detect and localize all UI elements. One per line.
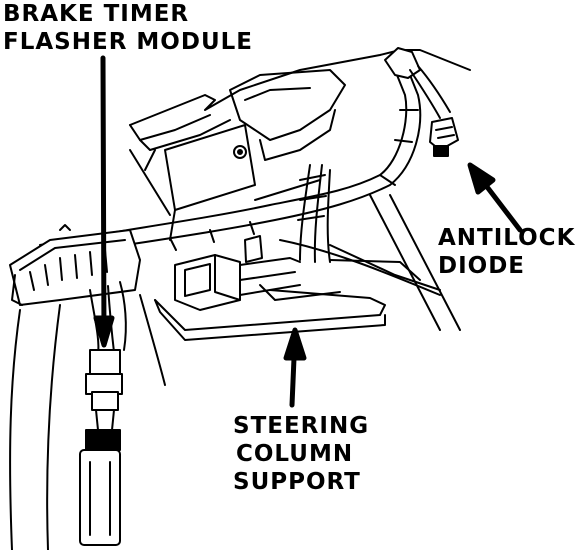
label-line: SUPPORT — [233, 469, 361, 495]
center-wire-bundle — [254, 164, 331, 263]
antilock-diode-label: ANTILOCK DIODE — [438, 224, 575, 280]
flasher-module — [79, 281, 127, 546]
label-line: FLASHER MODULE — [3, 29, 253, 55]
mounting-bracket — [164, 124, 256, 241]
brake-timer-flasher-module-label: BRAKE TIMER FLASHER MODULE — [3, 0, 253, 56]
label-line: DIODE — [438, 253, 526, 279]
leader-arrows — [93, 55, 523, 408]
brake-timer-arrow — [100, 55, 107, 343]
antilock-diode-connector — [429, 117, 459, 157]
main-harness — [39, 47, 451, 263]
label-line: ANTILOCK — [438, 225, 576, 251]
label-line: BRAKE TIMER — [3, 1, 190, 27]
floor-panel — [129, 149, 461, 331]
dash-upper-panel — [129, 49, 471, 161]
relay-block — [9, 224, 141, 306]
steering-column-support-label: STEERING COLUMN SUPPORT — [233, 412, 369, 496]
harness-connector — [174, 235, 301, 311]
steering-column-support — [154, 239, 441, 341]
label-line: COLUMN — [236, 441, 354, 467]
kick-panel-edge — [9, 294, 166, 550]
label-line: STEERING — [233, 413, 370, 439]
